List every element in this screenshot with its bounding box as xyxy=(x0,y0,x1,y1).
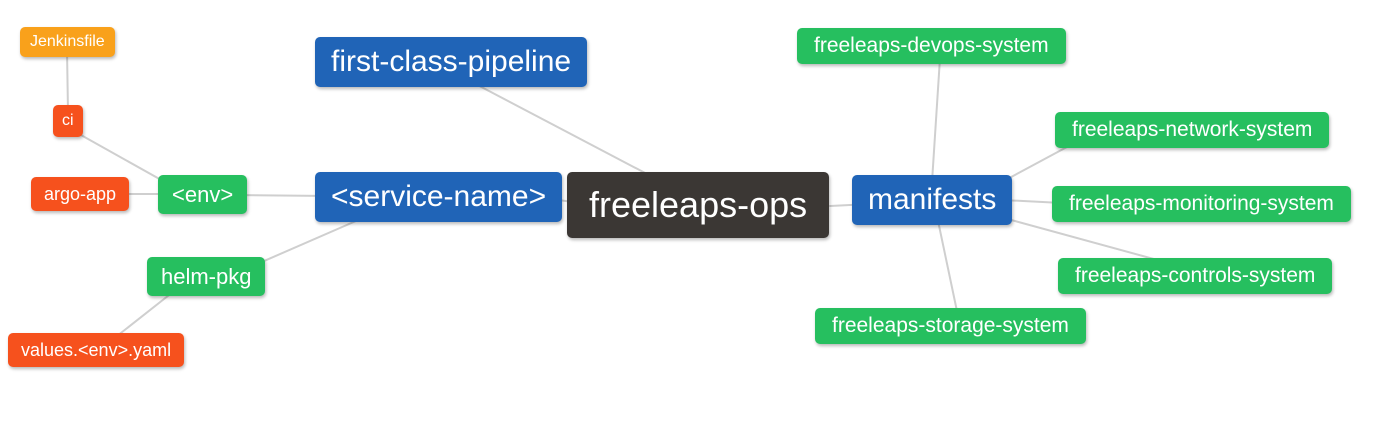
edge-jenkinsfile-ci xyxy=(66,49,69,113)
node-freeleaps-controls-system[interactable]: freeleaps-controls-system xyxy=(1058,258,1333,294)
node-argo-app[interactable]: argo-app xyxy=(31,177,130,211)
node-freeleaps-devops-system[interactable]: freeleaps-devops-system xyxy=(797,28,1066,64)
edge-manifests-devops xyxy=(931,57,941,183)
node-service-name[interactable]: <service-name> xyxy=(315,172,563,222)
edge-manifests-storage xyxy=(936,215,959,317)
node-manifests[interactable]: manifests xyxy=(852,175,1013,225)
edge-service-name-helm-pkg xyxy=(247,213,373,269)
edge-manifests-controls xyxy=(1003,217,1173,265)
node-freeleaps-monitoring-system[interactable]: freeleaps-monitoring-system xyxy=(1052,186,1351,222)
node-root-freeleaps-ops[interactable]: freeleaps-ops xyxy=(567,172,830,238)
edge-ci-env xyxy=(71,129,173,187)
node-values-env-yaml[interactable]: values.<env>.yaml xyxy=(8,333,185,367)
node-env[interactable]: <env> xyxy=(158,175,248,214)
node-jenkinsfile[interactable]: Jenkinsfile xyxy=(20,27,115,57)
node-helm-pkg[interactable]: helm-pkg xyxy=(147,257,266,296)
node-ci[interactable]: ci xyxy=(53,105,83,137)
node-freeleaps-network-system[interactable]: freeleaps-network-system xyxy=(1055,112,1330,148)
edge-pipeline-root xyxy=(467,79,669,186)
node-freeleaps-storage-system[interactable]: freeleaps-storage-system xyxy=(815,308,1086,344)
edge-helm-pkg-values xyxy=(111,287,179,341)
node-first-class-pipeline[interactable]: first-class-pipeline xyxy=(315,37,588,87)
